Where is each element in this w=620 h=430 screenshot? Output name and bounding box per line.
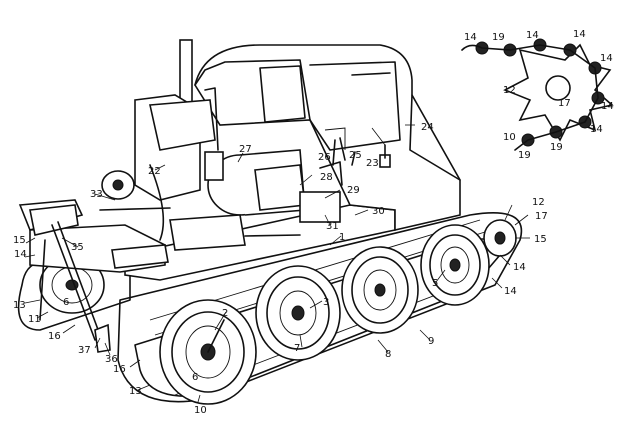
label-13-front: 13 [129,386,142,397]
road-wheel-2 [255,265,341,361]
label-14-inset-d: 14 [600,53,613,64]
label-19-inset-a: 19 [492,32,505,43]
label-14-inset-e: 14 [601,101,614,112]
label-10-inset: 10 [503,132,516,143]
label-15-front: 15 [534,234,547,245]
label-6-rear: 6 [63,297,69,308]
label-24: 24 [421,122,434,133]
engine [99,39,343,251]
label-36: 36 [105,354,118,365]
label-15-rear: 15 [13,235,26,246]
label-19-inset-b: 19 [518,150,531,161]
road-wheel-front [159,299,257,405]
label-23: 23 [366,158,379,169]
reference-labels: 1 2 3 5 6 6 7 8 9 10 10 11 12 12 13 13 1… [13,29,614,416]
label-14-front: 14 [504,286,517,297]
label-30: 30 [372,206,385,217]
road-wheel-3 [341,246,419,334]
label-29: 29 [347,185,360,196]
label-35: 35 [71,242,84,253]
label-12-inset: 12 [503,85,516,96]
label-14-rear: 14 [14,249,27,260]
label-37: 37 [78,345,91,356]
label-3: 3 [323,297,329,308]
label-22: 22 [148,166,161,177]
label-9: 9 [428,336,434,347]
label-2: 2 [222,308,228,319]
label-10-track: 10 [194,405,207,416]
control-levers [332,137,391,168]
label-7: 7 [294,343,300,354]
label-5: 5 [432,278,438,289]
label-12: 12 [532,197,545,208]
label-28: 28 [320,172,333,183]
label-14-side: 14 [513,262,526,273]
label-33: 33 [90,189,103,200]
label-27: 27 [239,144,252,155]
road-wheel-4 [420,224,490,306]
rear-track [17,261,131,331]
label-17: 17 [535,211,548,222]
label-13-rear: 13 [13,300,26,311]
label-19-inset-c: 19 [550,142,563,153]
label-11: 11 [28,314,41,325]
label-14-inset-b: 14 [526,30,539,41]
rear-hitch [29,204,111,353]
label-26: 26 [318,152,331,163]
label-6-front: 6 [192,372,198,383]
inset-sprocket-detail [461,38,614,151]
label-31: 31 [326,221,339,232]
label-1: 1 [339,232,345,243]
label-16-front: 16 [113,364,126,375]
label-14-inset-c: 14 [573,29,586,40]
leader-lines [24,124,530,403]
sprocket-wheel [483,219,517,257]
label-25: 25 [349,150,362,161]
label-8: 8 [385,349,391,360]
label-14-inset-a: 14 [464,32,477,43]
chassis-frame [18,199,396,281]
label-14-inset-f: 14 [590,124,603,135]
label-16-rear: 16 [48,331,61,342]
label-17-inset: 17 [558,98,571,109]
cab [194,44,461,232]
